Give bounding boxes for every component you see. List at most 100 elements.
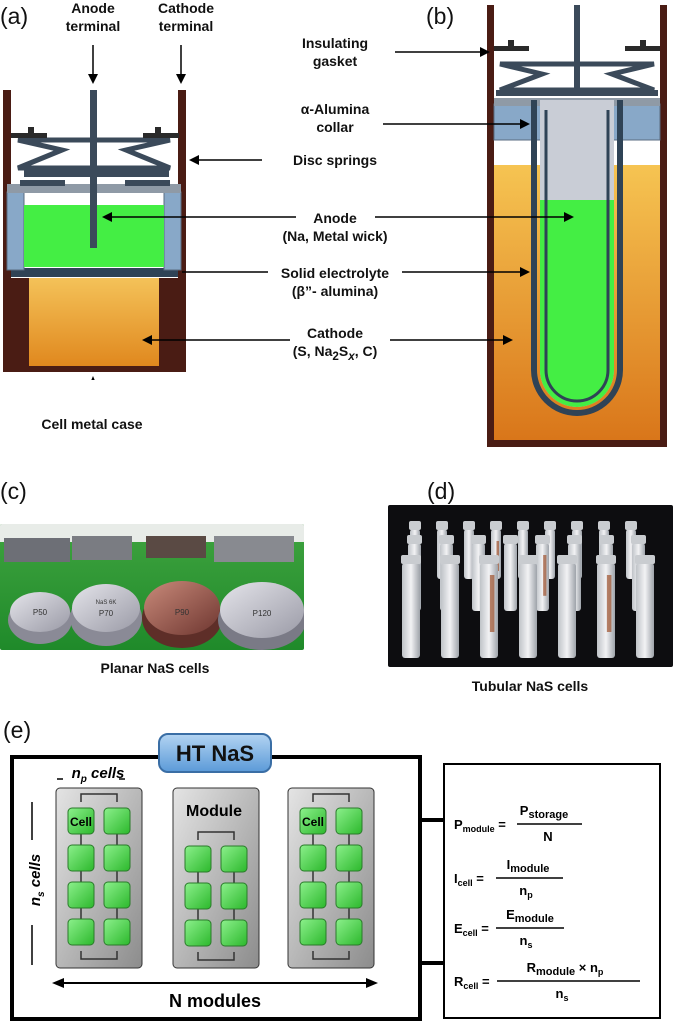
p-lhs: Pmodule = (454, 817, 506, 834)
np-cells-label: np cells (72, 765, 125, 785)
alumina-collar-line1: α-Alumina (300, 101, 370, 117)
ns-cells-label: ns cells (27, 854, 47, 906)
tube (519, 563, 537, 658)
cell-label: Cell (70, 815, 92, 829)
tube-cap (490, 521, 502, 530)
r-lhs: Rcell = (454, 974, 490, 991)
cathode-formula-sub: 2 (332, 349, 339, 363)
cell (103, 844, 131, 872)
tube-cap (518, 555, 538, 564)
cell (335, 881, 363, 909)
i-lhs: Icell = (454, 871, 484, 888)
insulating-gasket-line1: Insulating (301, 35, 369, 51)
formula-i: Icell = Imodule np (454, 857, 563, 900)
disc-label-2: P70 (99, 609, 114, 618)
tube (636, 563, 654, 658)
tube-cap (596, 555, 616, 564)
case-bottom (3, 364, 186, 372)
tube-cap (409, 521, 421, 530)
tube-cap (598, 521, 610, 530)
cell-metal-case-label: Cell metal case (41, 416, 143, 432)
e-lhs: Ecell = (454, 921, 489, 938)
cell (220, 919, 248, 947)
module-label: Module (186, 803, 242, 820)
tube (441, 563, 459, 658)
cathode-line2: (S, Na2Sx, C) (260, 342, 410, 366)
cathode-terminal-label: Cathode terminal (146, 0, 226, 35)
r-num: Rmodule × np (527, 960, 604, 978)
insulating-gasket-label: Insulating gasket (275, 34, 395, 70)
solid-electrolyte-line1: Solid electrolyte (280, 265, 390, 281)
cathode-formula-sub: x (348, 349, 355, 363)
tube-stain (543, 555, 547, 596)
module-wiring (80, 793, 118, 960)
tube (536, 543, 549, 611)
cell-grid: Cell Cell (67, 793, 363, 961)
insulating-gasket-line2: gasket (312, 53, 358, 69)
cathode-terminal-line2: terminal (158, 18, 214, 34)
cell (103, 807, 131, 835)
r-den: ns (556, 986, 569, 1003)
tube (558, 563, 576, 658)
solid-electrolyte-line2: (β”- alumina) (291, 283, 379, 299)
tube-stain (606, 575, 612, 632)
i-den: np (519, 883, 533, 900)
formula-e: Ecell = Emodule ns (454, 907, 564, 950)
cell (299, 807, 327, 835)
cathode-region (29, 278, 159, 366)
tube-cap (503, 535, 518, 544)
cathode-formula-part: S (338, 343, 349, 359)
tube-stain (489, 575, 495, 632)
disc-label-1: P50 (33, 608, 48, 617)
tube-cap (599, 535, 614, 544)
cathode-formula-part: , C) (354, 343, 378, 359)
tube-cap (635, 555, 655, 564)
tubular-cell-diagram (487, 5, 667, 447)
alumina-collar-line2: collar (316, 119, 354, 135)
panel-label-d: (d) (427, 478, 456, 504)
disc-label-4: P120 (253, 609, 272, 618)
cell (67, 807, 95, 835)
cell (335, 918, 363, 946)
tubular-anode (540, 200, 614, 407)
anode-label: Anode (Na, Metal wick) (260, 209, 410, 245)
formula-r: Rcell = Rmodule × np ns (454, 960, 640, 1003)
panel-label-b: (b) (426, 3, 455, 29)
anode-terminal-label: Anode terminal (50, 0, 136, 35)
tube-cap (479, 555, 499, 564)
formula-box (443, 763, 661, 1019)
tube (597, 563, 615, 658)
p-den: N (543, 829, 552, 844)
n-modules-label: N modules (169, 991, 261, 1011)
cathode-label: Cathode (S, Na2Sx, C) (260, 324, 410, 366)
cell (335, 807, 363, 835)
disc-label-3: P90 (175, 608, 190, 617)
tube-cap (571, 521, 583, 530)
anode-terminal-line1: Anode (71, 0, 115, 16)
panel-label-c: (c) (0, 478, 27, 504)
case-right-wall (178, 90, 186, 372)
cell-label: Cell (302, 815, 324, 829)
tube (402, 563, 420, 658)
cell (184, 919, 212, 947)
tube-cap (440, 555, 460, 564)
planar-cells-photo: P50 NaS 6K P70 P90 P120 (0, 524, 304, 650)
electrolyte-plate (11, 268, 178, 277)
cathode-formula-part: (S, Na (292, 343, 333, 359)
module-wiring (197, 831, 235, 961)
cell (335, 844, 363, 872)
tube (504, 543, 517, 611)
cell (67, 918, 95, 946)
disc-springs-label: Disc springs (292, 152, 378, 168)
tube-cap (463, 521, 475, 530)
cell (220, 882, 248, 910)
tube-cap (544, 521, 556, 530)
cell (103, 918, 131, 946)
tube-cap (631, 535, 646, 544)
tube-cap (439, 535, 454, 544)
cell (103, 881, 131, 909)
cell (184, 845, 212, 873)
planar-cell-diagram (3, 45, 186, 380)
disc-note: NaS 6K (96, 600, 117, 606)
cathode-terminal-line1: Cathode (158, 0, 214, 16)
